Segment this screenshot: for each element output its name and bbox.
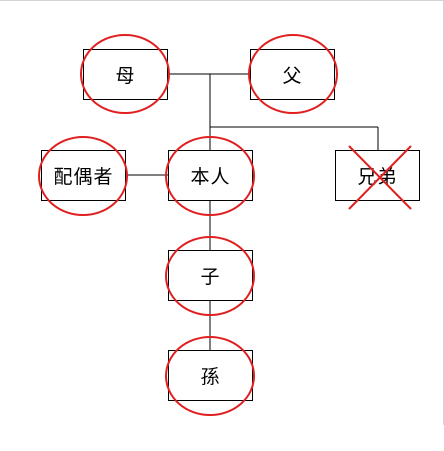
node-mother: 母 [83, 49, 168, 100]
node-spouse: 配偶者 [41, 150, 126, 201]
node-spouse-label: 配偶者 [53, 166, 114, 188]
node-child-label: 子 [200, 266, 221, 288]
frame-border-top [0, 0, 443, 1]
node-grandchild: 孫 [168, 350, 253, 401]
node-sibling-label: 兄弟 [357, 166, 398, 188]
node-father-label: 父 [282, 65, 303, 87]
node-child: 子 [168, 250, 253, 301]
node-father: 父 [250, 49, 335, 100]
node-mother-label: 母 [115, 65, 136, 87]
node-grandchild-label: 孫 [200, 366, 221, 388]
node-self: 本人 [168, 150, 253, 201]
node-self-label: 本人 [190, 166, 231, 188]
node-sibling: 兄弟 [335, 150, 420, 201]
